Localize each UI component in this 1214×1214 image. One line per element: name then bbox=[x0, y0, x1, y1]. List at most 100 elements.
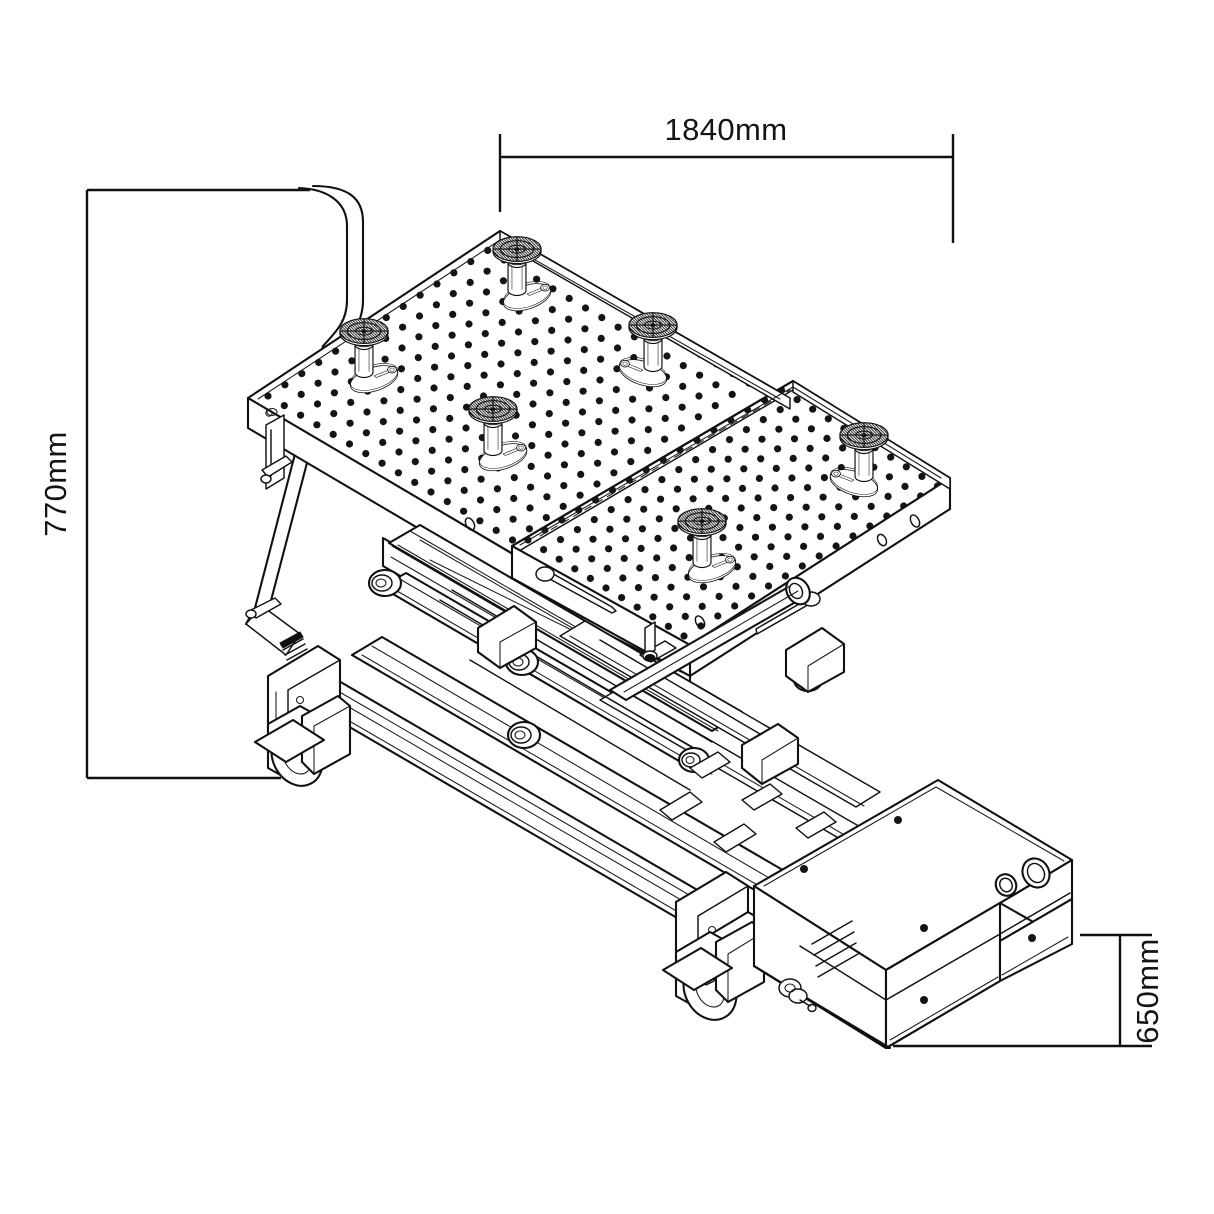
housing-fastener bbox=[1028, 934, 1036, 942]
deck-hole-grid-front bbox=[524, 386, 950, 645]
deck-hole bbox=[597, 355, 605, 363]
deck-hole bbox=[805, 464, 813, 472]
deck-hole bbox=[610, 448, 619, 456]
deck-hole bbox=[803, 484, 812, 492]
deck-hole bbox=[297, 390, 305, 398]
deck-hole bbox=[790, 435, 799, 443]
hydraulic-power-unit-enclosure bbox=[752, 778, 1074, 1050]
deck-hole bbox=[751, 533, 760, 541]
deck-hole bbox=[655, 515, 663, 523]
deck-hole bbox=[649, 613, 657, 621]
deck-hole bbox=[464, 362, 472, 370]
deck-hole bbox=[742, 426, 751, 434]
deck-hole bbox=[789, 454, 797, 462]
deck-hole bbox=[573, 526, 582, 534]
clamp-fixture[interactable] bbox=[492, 236, 554, 316]
deck-hole bbox=[548, 306, 556, 314]
deck-hole bbox=[347, 398, 355, 406]
deck-hole bbox=[432, 322, 440, 330]
deck-hole bbox=[722, 494, 730, 502]
deck-hole bbox=[411, 478, 419, 486]
deck-hole bbox=[611, 427, 619, 435]
deck-hole bbox=[690, 475, 699, 483]
housing-fastener bbox=[920, 996, 928, 1004]
deck-hole bbox=[510, 494, 518, 502]
deck-hole bbox=[379, 438, 387, 446]
deck-hole bbox=[619, 574, 627, 582]
deck-hole bbox=[461, 466, 469, 474]
power-unit-controls[interactable] bbox=[992, 854, 1055, 900]
deck-hole bbox=[595, 418, 603, 426]
deck-hole bbox=[577, 470, 585, 478]
housing-fastener bbox=[920, 924, 928, 932]
deck-hole bbox=[686, 534, 695, 542]
deck-hole bbox=[759, 416, 767, 424]
deck-hole bbox=[431, 342, 439, 350]
deck-hole bbox=[719, 534, 727, 542]
deck-hole bbox=[511, 432, 520, 440]
deck-hole bbox=[641, 486, 649, 494]
deck-hole bbox=[329, 430, 337, 438]
deck-hole bbox=[627, 437, 636, 445]
deck-hole bbox=[576, 491, 584, 499]
deck-hole bbox=[802, 503, 810, 511]
scissor-lift-linkage bbox=[284, 523, 901, 938]
deck-hole bbox=[677, 424, 686, 432]
swivel-caster-front bbox=[661, 920, 766, 1021]
deck-hole bbox=[493, 506, 501, 514]
deck-hole bbox=[466, 299, 474, 307]
deck-hole bbox=[767, 543, 775, 551]
deck-hole bbox=[432, 301, 440, 309]
clamp-fixture[interactable] bbox=[677, 508, 739, 588]
deck-hole bbox=[528, 442, 536, 450]
deck-hole bbox=[513, 370, 521, 378]
deck-hole bbox=[525, 525, 534, 533]
deck-hole bbox=[431, 363, 439, 371]
deck-hole bbox=[636, 564, 644, 572]
deck-hole bbox=[363, 408, 371, 416]
deck-hole bbox=[510, 474, 518, 482]
deck-hole bbox=[758, 435, 766, 443]
deck-hole bbox=[749, 572, 757, 581]
deck-hole bbox=[620, 554, 628, 563]
clamp-fixture-group bbox=[339, 236, 889, 588]
clamp-fixture[interactable] bbox=[827, 422, 889, 502]
deck-hole bbox=[698, 602, 706, 611]
deck-hole bbox=[562, 419, 570, 427]
deck-hole bbox=[624, 496, 632, 504]
deck-hole bbox=[465, 320, 473, 328]
deck-hole bbox=[460, 486, 468, 494]
deck-hole bbox=[605, 545, 613, 553]
deck-hole bbox=[685, 554, 693, 562]
hydraulic-cylinder bbox=[608, 576, 811, 702]
deck-hole bbox=[662, 394, 670, 402]
deck-hole bbox=[787, 494, 795, 502]
deck-hole bbox=[594, 438, 602, 446]
deck-hole bbox=[509, 515, 517, 523]
deck-hole bbox=[750, 553, 758, 561]
deck-hole bbox=[514, 328, 523, 336]
clamp-bolt bbox=[620, 359, 630, 368]
deck-hole bbox=[498, 318, 506, 326]
deck-hole bbox=[634, 584, 643, 592]
deck-hole bbox=[723, 475, 731, 483]
deck-hole bbox=[679, 362, 687, 370]
deck-hole bbox=[492, 526, 500, 535]
deck-hole bbox=[362, 429, 370, 437]
deck-hole bbox=[331, 368, 339, 376]
deck-hole bbox=[593, 480, 601, 488]
deck-hole bbox=[753, 514, 761, 522]
deck-hole bbox=[901, 482, 909, 490]
clamp-fixture[interactable] bbox=[616, 312, 678, 392]
deck-hole bbox=[597, 334, 605, 342]
clamp-fixture[interactable] bbox=[468, 396, 530, 476]
deck-hole bbox=[397, 365, 405, 373]
deck-hole bbox=[397, 386, 405, 394]
deck-hole bbox=[668, 564, 676, 572]
deck-hole bbox=[775, 425, 783, 433]
deck-hole bbox=[694, 413, 703, 421]
clamp-fixture[interactable] bbox=[339, 318, 401, 398]
lower-cross-members bbox=[659, 751, 837, 853]
deck-hole bbox=[696, 371, 704, 379]
